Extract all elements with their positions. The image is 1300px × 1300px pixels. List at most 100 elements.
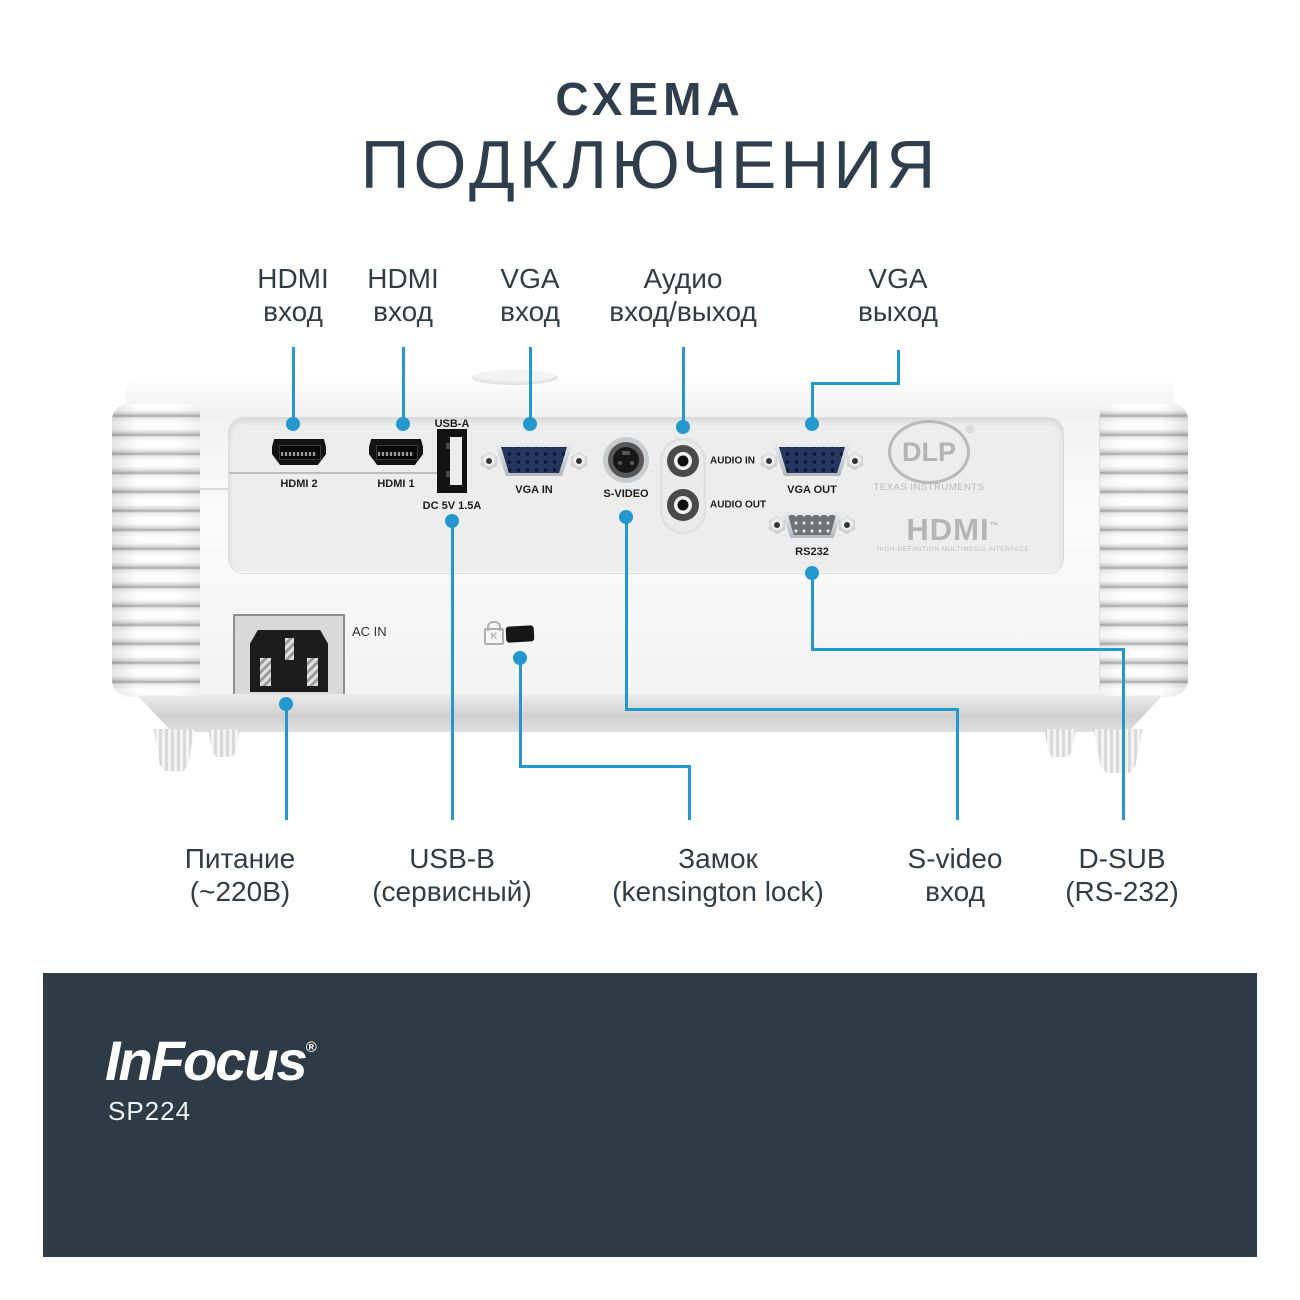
svideo-pin [618,461,622,465]
callout-line-usb-b [450,520,454,820]
left-vent-fins [112,404,200,696]
hdmi-logo: HDMI™ [906,512,1000,547]
hdmi1-pins [378,452,414,456]
ac-in-label: AC IN [352,624,387,639]
callout-dot-kensington [513,651,527,665]
usb-a-tongue [450,437,462,485]
usb-a-label: USB-A [434,418,470,430]
audio-in-hole [677,455,689,467]
foot-left-outer [153,729,195,771]
ac-in-socket [233,614,345,704]
callout-dot-power [279,697,293,711]
ac-pin-left [260,658,271,686]
body-seam-h [198,488,228,490]
svideo-pin [630,461,634,465]
callout-line-vga-out-v2 [810,384,814,425]
usb-a-power-label: DC 5V 1.5A [422,500,482,512]
audio-out-label: AUDIO OUT [710,499,767,511]
vga-out-port [773,444,851,476]
callout-line-audio [681,347,685,428]
callout-line-svideo-h [624,707,959,711]
foot-left-inner [208,729,240,757]
vga-out-screw-left [761,452,777,470]
dlp-logo: DLP [888,420,970,484]
callout-line-kensington-v1 [518,657,522,767]
model-number: SP224 [108,1096,192,1126]
callout-line-power [284,703,288,820]
vga-in-screw-right [571,452,587,470]
vga-out-pins [779,447,845,473]
hdmi-tm-mark: ™ [989,520,1000,531]
callout-line-svideo-v1 [624,516,628,710]
projector-top-face [126,374,1174,417]
label-audio-io: Аудио вход/выход [609,263,757,328]
label-kensington: Замок (kensington lock) [612,843,824,908]
callout-line-dsub-h [810,647,1125,651]
rs232-pins [788,515,836,535]
label-vga-output: VGA выход [858,263,938,328]
callout-line-hdmi1 [401,347,405,425]
svideo-notch [622,451,630,455]
foot-right-outer [1093,729,1143,773]
svideo-label: S-VIDEO [603,488,649,500]
callout-dot-vga-in [523,417,537,431]
callout-line-vga-out-v1 [896,350,900,384]
label-dsub: D-SUB (RS-232) [1065,843,1179,908]
vga-out-label: VGA OUT [787,484,837,496]
texas-instruments-text: TEXAS INSTRUMENTS [873,482,985,493]
audio-in-label: AUDIO IN [710,455,755,467]
hdmi2-pins [281,452,317,456]
hdmi2-label: HDMI 2 [280,478,318,490]
callout-line-dsub-v1 [810,572,814,650]
ac-pin-earth [285,638,294,660]
callout-dot-vga-out [805,417,819,431]
callout-line-kensington-h [518,764,691,768]
callout-line-hdmi2 [291,347,295,425]
footer-panel [43,973,1257,1257]
hdmi1-port [369,439,423,465]
callout-dot-hdmi1 [396,417,410,431]
ac-in-inlet [250,630,328,692]
callout-dot-svideo [619,510,633,524]
vga-in-port [495,444,573,476]
callout-line-vga-in [528,347,532,425]
hdmi-logo-subtext: HIGH-DEFINITION MULTIMEDIA INTERFACE [876,546,1030,553]
lock-icon-shackle [487,621,501,631]
vga-out-screw-right [847,452,863,470]
label-hdmi2-input: HDMI вход [257,263,329,328]
rs232-screw-left [769,516,785,534]
callout-dot-audio [676,420,690,434]
label-power: Питание (~220В) [184,843,296,908]
vga-in-pins [501,447,567,473]
label-vga-input: VGA вход [500,263,560,328]
page-subtitle: ПОДКЛЮЧЕНИЯ [360,127,940,203]
callout-dot-hdmi2 [286,417,300,431]
callout-line-dsub-v2 [1121,650,1125,820]
hdmi2-port [272,439,326,465]
ac-pin-right [307,658,318,686]
label-svideo: S-video вход [907,843,1003,908]
vga-in-screw-left [481,452,497,470]
projector-top-bump [472,370,558,385]
hdmi1-label: HDMI 1 [377,478,415,490]
dlp-reg-mark: ® [966,424,975,436]
lock-icon: K [484,628,504,645]
infocus-logo: InFocus® [105,1029,317,1092]
audio-out-hole [677,499,689,511]
kensington-slot [505,625,535,643]
rs232-port [782,512,842,538]
usb-a-pin [446,443,450,449]
label-usb-b: USB-B (сервисный) [372,843,532,908]
foot-right-inner [1044,729,1076,757]
callout-dot-usb-b [445,514,459,528]
callout-line-vga-out-h [810,381,900,385]
label-hdmi1-input: HDMI вход [367,263,439,328]
bottom-rim [136,694,1164,732]
callout-line-svideo-v2 [955,710,959,820]
infocus-reg-mark: ® [305,1039,317,1056]
panel-seam [229,472,437,474]
callout-dot-dsub [805,566,819,580]
right-vent-fins [1100,404,1188,696]
vga-in-label: VGA IN [515,484,553,496]
